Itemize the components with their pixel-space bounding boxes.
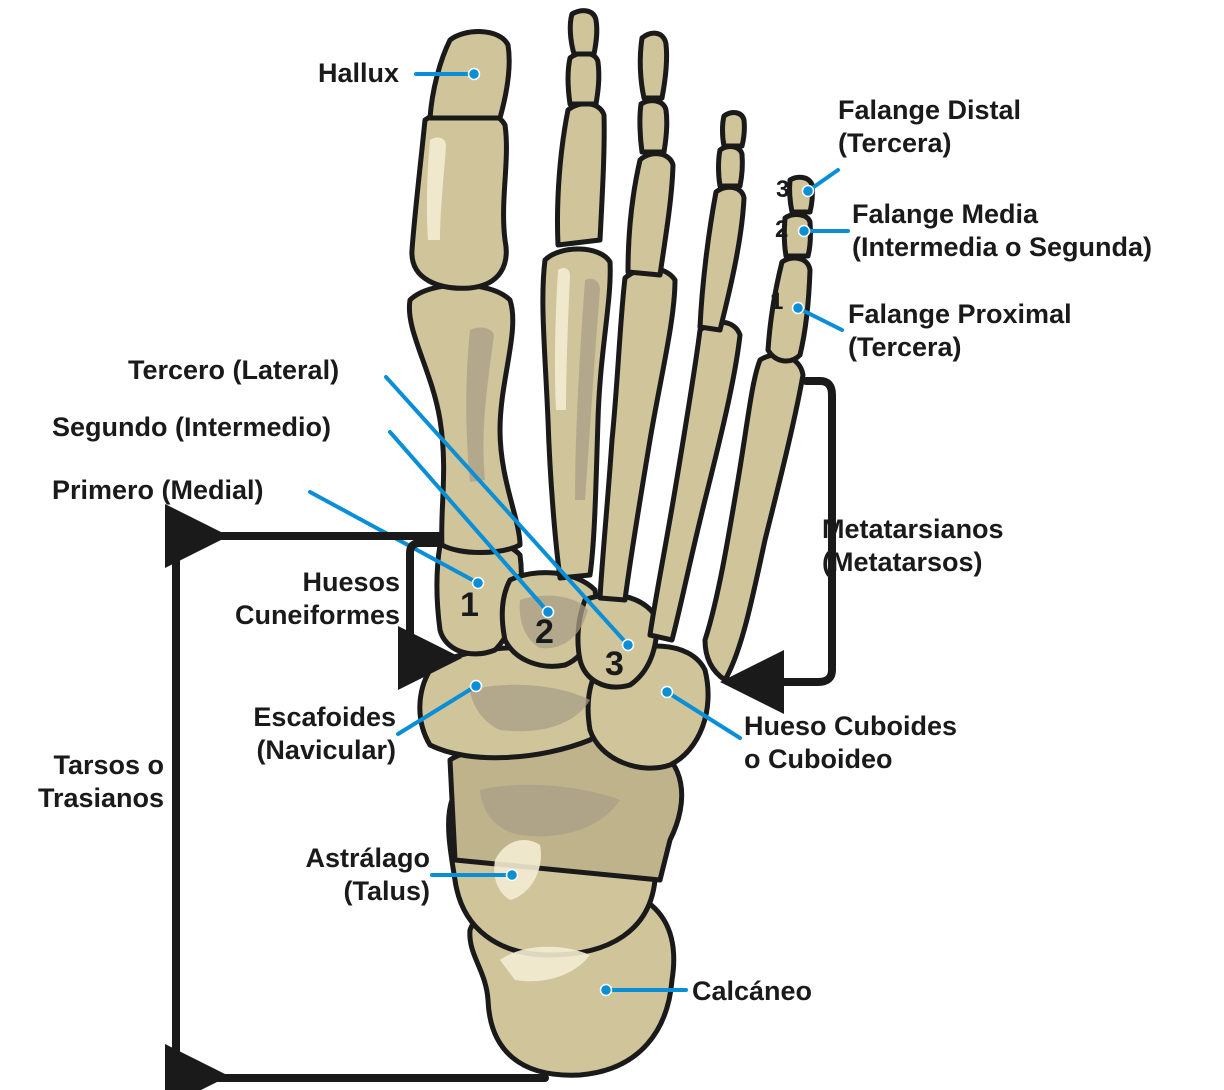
label-tarsos: Tarsos o Trasianos bbox=[0, 749, 164, 815]
label-falange-media: Falange Media (Intermedia o Segunda) bbox=[852, 198, 1152, 264]
label-tarsos-line1: Tarsos o bbox=[0, 749, 164, 782]
label-huesos-cuneiformes-line2: Cuneiformes bbox=[190, 599, 400, 632]
phalanx-proximal-number: 1 bbox=[770, 288, 783, 316]
label-hueso-cuboides-line1: Hueso Cuboides bbox=[744, 710, 957, 743]
cuneiform-3-number: 3 bbox=[605, 645, 624, 684]
toe2-proximal-phalanx-bone bbox=[557, 104, 604, 245]
label-falange-distal: Falange Distal (Tercera) bbox=[838, 94, 1021, 160]
label-falange-media-line1: Falange Media bbox=[852, 198, 1152, 231]
label-falange-distal-line1: Falange Distal bbox=[838, 94, 1021, 127]
dot-hallux bbox=[469, 69, 480, 80]
label-falange-media-line2: (Intermedia o Segunda) bbox=[852, 231, 1152, 264]
phalanx-distal-number: 3 bbox=[776, 176, 789, 204]
phalanx-middle-number: 2 bbox=[775, 216, 788, 244]
metatarsal-2-bone bbox=[543, 249, 610, 578]
toe4-distal-phalanx-bone bbox=[723, 113, 745, 146]
label-metatarsianos-line1: Metatarsianos bbox=[822, 513, 1004, 546]
label-hallux: Hallux bbox=[318, 57, 399, 90]
cuneiform-1-number: 1 bbox=[460, 586, 479, 625]
label-falange-proximal-line1: Falange Proximal bbox=[848, 298, 1072, 331]
label-segundo: Segundo (Intermedio) bbox=[52, 411, 331, 444]
label-calcaneo-text: Calcáneo bbox=[692, 975, 812, 1008]
label-falange-proximal-line2: (Tercera) bbox=[848, 331, 1072, 364]
cuneiform-2-number: 2 bbox=[535, 613, 554, 652]
dot-astragalo bbox=[507, 870, 518, 881]
label-falange-proximal: Falange Proximal (Tercera) bbox=[848, 298, 1072, 364]
label-segundo-text: Segundo (Intermedio) bbox=[52, 411, 331, 444]
dot-falange-proximal bbox=[793, 303, 804, 314]
label-hueso-cuboides-line2: o Cuboideo bbox=[744, 743, 957, 776]
dot-calcaneo bbox=[601, 985, 612, 996]
label-escafoides-line2: (Navicular) bbox=[190, 734, 396, 767]
label-tercero-text: Tercero (Lateral) bbox=[128, 354, 339, 387]
label-calcaneo: Calcáneo bbox=[692, 975, 812, 1008]
dot-falange-distal bbox=[803, 186, 814, 197]
label-astragalo-line2: (Talus) bbox=[228, 875, 430, 908]
label-tercero: Tercero (Lateral) bbox=[128, 354, 339, 387]
label-metatarsianos-line2: (Metatarsos) bbox=[822, 546, 1004, 579]
toe2-middle-phalanx-bone bbox=[568, 53, 599, 104]
label-falange-distal-line2: (Tercera) bbox=[838, 127, 1021, 160]
label-astragalo-line1: Astrálago bbox=[228, 842, 430, 875]
label-metatarsianos: Metatarsianos (Metatarsos) bbox=[822, 513, 1004, 579]
dot-falange-media bbox=[799, 226, 810, 237]
label-primero: Primero (Medial) bbox=[52, 474, 264, 507]
label-huesos-cuneiformes-line1: Huesos bbox=[190, 566, 400, 599]
label-hallux-text: Hallux bbox=[318, 57, 399, 90]
toe3-distal-phalanx-bone bbox=[640, 33, 666, 98]
bracket-tarsos-top-arrow bbox=[184, 536, 205, 548]
hallux-proximal-phalanx-bone bbox=[412, 109, 507, 288]
label-escafoides: Escafoides (Navicular) bbox=[190, 701, 396, 767]
toe2-distal-phalanx-bone bbox=[570, 11, 597, 54]
label-hueso-cuboides: Hueso Cuboides o Cuboideo bbox=[744, 710, 957, 776]
dot-tercero bbox=[623, 640, 634, 651]
toe4-middle-phalanx-bone bbox=[719, 147, 743, 186]
label-primero-text: Primero (Medial) bbox=[52, 474, 264, 507]
label-astragalo: Astrálago (Talus) bbox=[228, 842, 430, 908]
dot-cuboides bbox=[662, 687, 673, 698]
toe4-proximal-phalanx-bone bbox=[700, 187, 744, 330]
toe3-middle-phalanx-bone bbox=[640, 101, 667, 152]
label-tarsos-line2: Trasianos bbox=[0, 782, 164, 815]
label-huesos-cuneiformes: Huesos Cuneiformes bbox=[190, 566, 400, 632]
toe3-proximal-phalanx-bone bbox=[628, 154, 673, 275]
dot-escafoides bbox=[471, 681, 482, 692]
label-escafoides-line1: Escafoides bbox=[190, 701, 396, 734]
